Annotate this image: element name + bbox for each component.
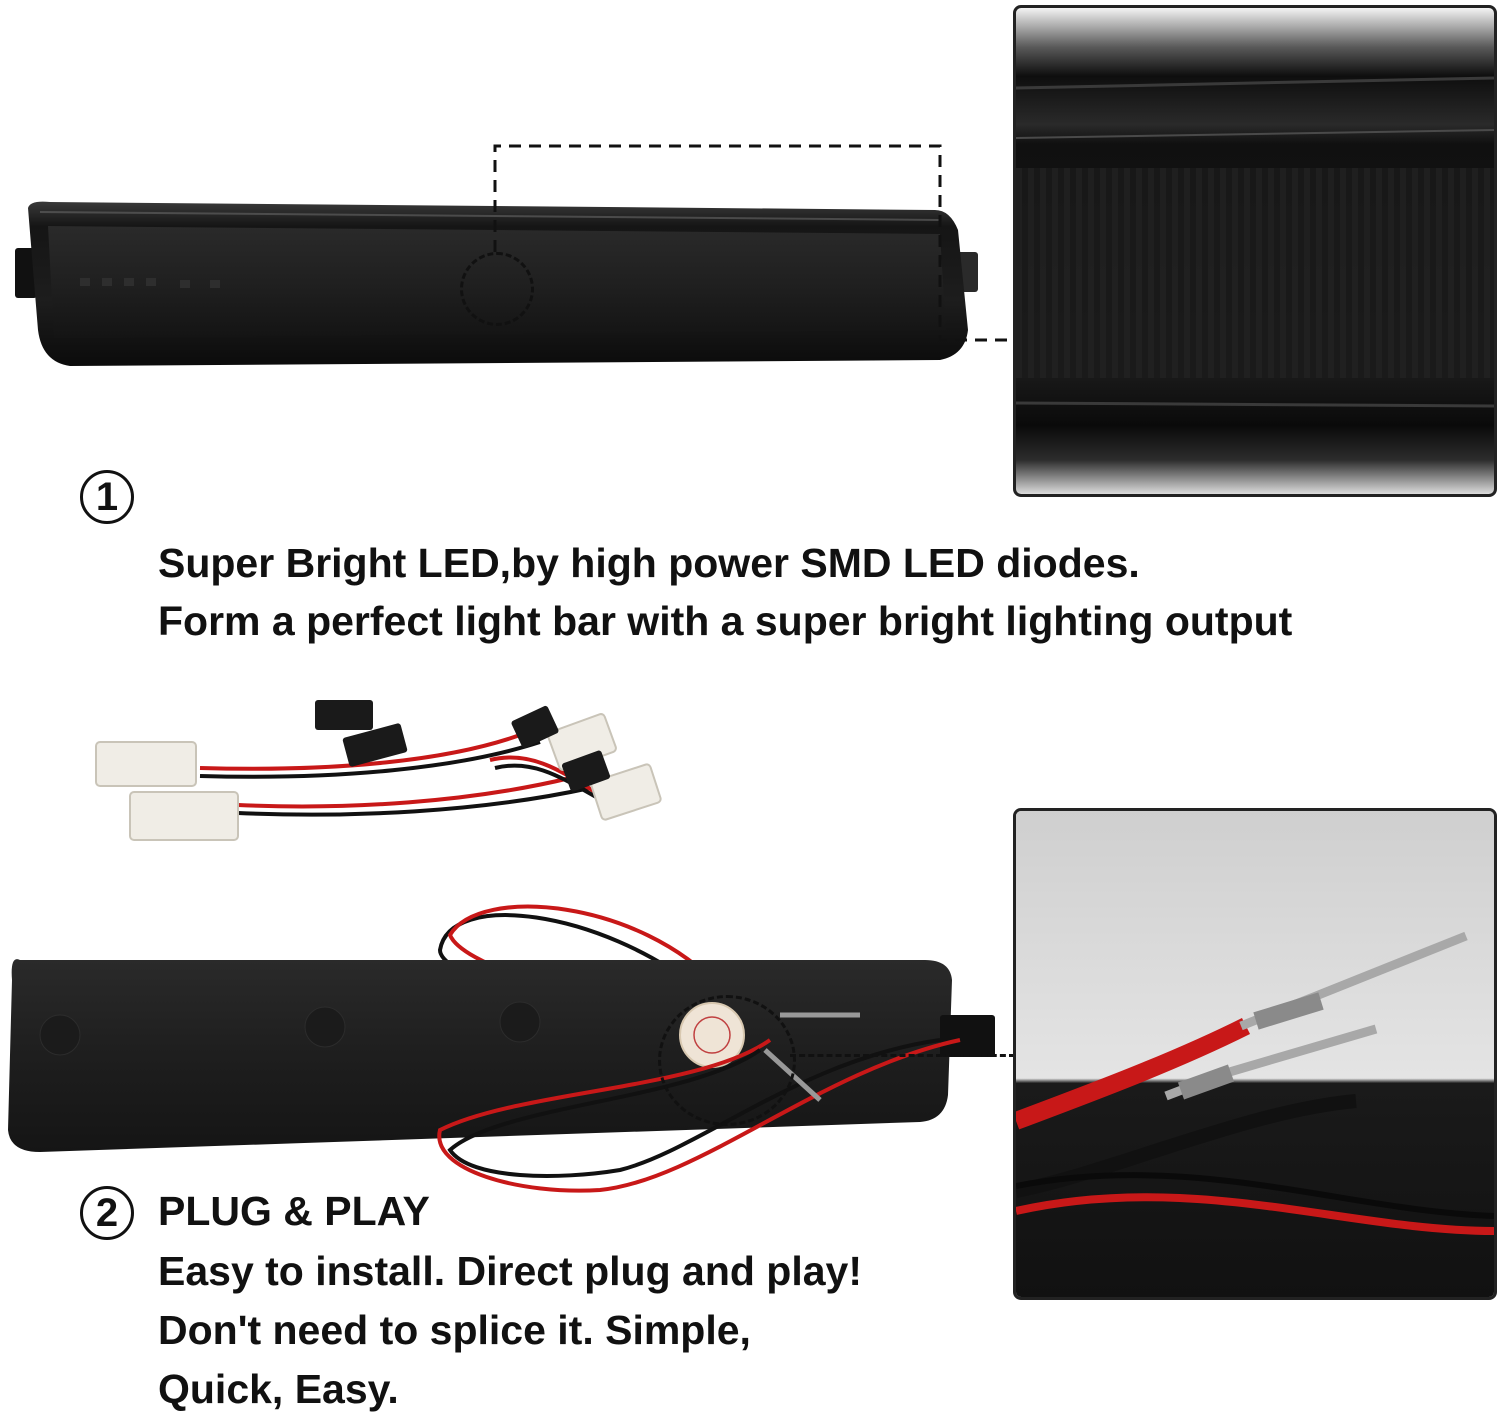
callout-connector-2	[790, 1054, 1015, 1057]
step-number-badge: 1	[80, 470, 134, 524]
callout-circle-2	[658, 995, 796, 1126]
step-number: 1	[95, 474, 119, 519]
wiring-harness-image	[90, 690, 670, 850]
feature-line-2: Form a perfect light bar with a super br…	[158, 598, 1293, 644]
feature-line-1: Super Bright LED,by high power SMD LED d…	[158, 540, 1140, 586]
back-plate-image	[0, 890, 1020, 1210]
callout-circle	[460, 252, 534, 326]
step-number-2: 2	[95, 1190, 119, 1235]
lens-zoom-panel	[1013, 5, 1497, 497]
install-line-2: Don't need to splice it. Simple,	[158, 1307, 751, 1353]
install-line-3: Quick, Easy.	[158, 1366, 399, 1412]
terminals-zoom-panel	[1013, 808, 1497, 1300]
section-title: PLUG & PLAY	[158, 1188, 430, 1234]
step-number-badge-2: 2	[80, 1186, 134, 1240]
install-line-1: Easy to install. Direct plug and play!	[158, 1248, 862, 1294]
